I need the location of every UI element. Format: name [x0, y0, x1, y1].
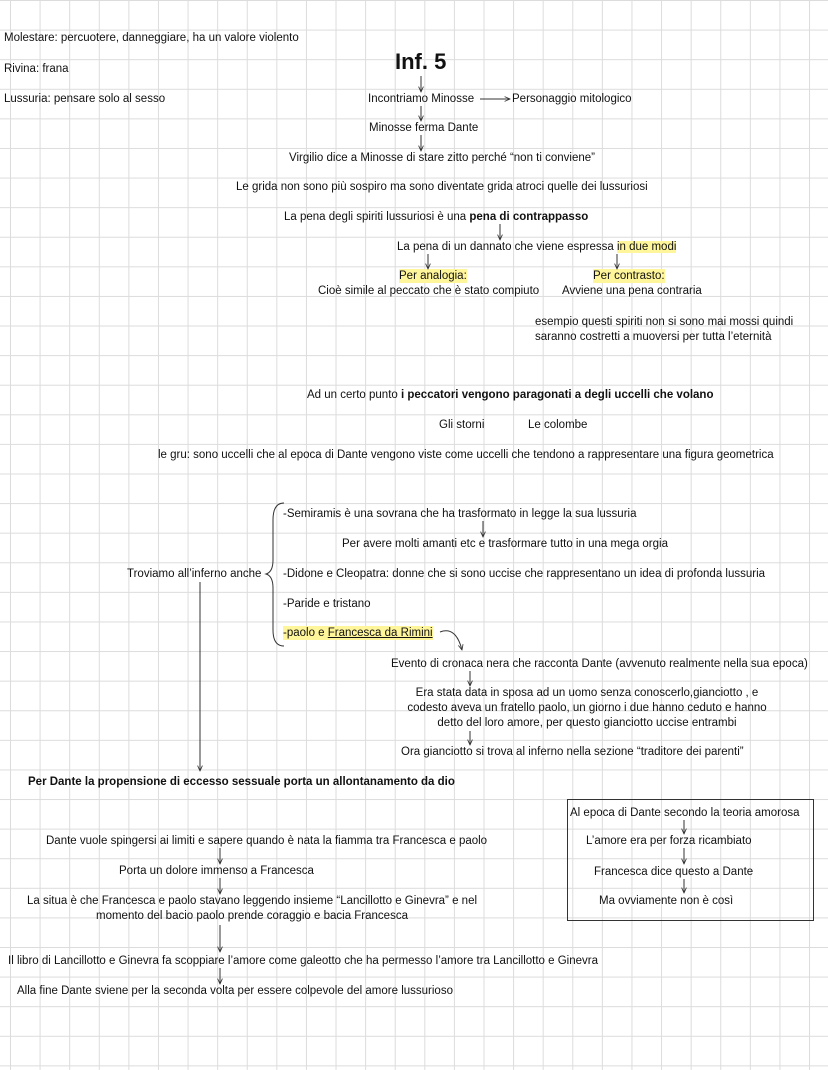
inferno-traditore: Ora gianciotto si trova al inferno nella…: [401, 746, 744, 758]
teoria-box: [567, 799, 814, 921]
box-ricambiato: L’amore era per forza ricambiato: [586, 835, 752, 847]
seq-sviene: Alla fine Dante sviene per la seconda vo…: [17, 985, 453, 997]
inferno-sposa-3: detto del loro amore, per questo giancio…: [437, 717, 737, 729]
flow-contrasto: Per contrasto:: [593, 269, 665, 283]
flow-esempio-1: esempio questi spiriti non si sono mai m…: [535, 316, 794, 328]
seq-spingersi: Dante vuole spingersi ai limiti e sapere…: [46, 835, 488, 847]
seq-situa-1: La situa è che Francesca e paolo stavano…: [26, 895, 478, 907]
flow-analogia: Per analogia:: [399, 269, 467, 283]
flow-simile: Cioè simile al peccato che è stato compi…: [318, 285, 540, 297]
inferno-sposa-2: codesto aveva un fratello paolo, un gior…: [407, 702, 767, 714]
uccelli-storni: Gli storni: [439, 419, 485, 431]
inferno-semiramis: -Semiramis è una sovrana che ha trasform…: [283, 508, 637, 520]
inferno-didone: -Didone e Cleopatra: donne che si sono u…: [283, 568, 766, 580]
note-lussuria: Lussuria: pensare solo al sesso: [4, 93, 166, 105]
seq-libro: Il libro di Lancillotto e Ginevra fa sco…: [8, 955, 598, 967]
arrow-paolo-evento: [439, 630, 462, 650]
uccelli-colombe: Le colombe: [528, 419, 588, 431]
flow-dannato: La pena di un dannato che viene espressa…: [397, 241, 677, 253]
flow-pena: La pena degli spiriti lussuriosi è una p…: [284, 211, 589, 223]
flow-esempio-2: saranno costretti a muoversi per tutta l…: [535, 331, 772, 343]
uccelli-intro: Ad un certo punto i peccatori vengono pa…: [307, 389, 714, 401]
box-teoria: Al epoca di Dante secondo la teoria amor…: [570, 807, 800, 819]
seq-situa-2: momento del bacio paolo prende coraggio …: [96, 910, 408, 922]
box-ovviamente: Ma ovviamente non è così: [599, 895, 734, 907]
inferno-sposa-1: Era stata data in sposa ad un uomo senza…: [415, 687, 759, 699]
inferno-evento: Evento di cronaca nera che racconta Dant…: [391, 658, 808, 670]
inferno-paride: -Paride e tristano: [283, 598, 371, 610]
flow-personaggio: Personaggio mitologico: [512, 93, 632, 105]
flow-incontriamo: Incontriamo Minosse: [368, 93, 475, 105]
box-dice: Francesca dice questo a Dante: [594, 866, 754, 878]
note-rivina: Rivina: frana: [4, 63, 69, 75]
inferno-troviamo: Troviamo all’inferno anche: [127, 568, 262, 580]
brace: [264, 502, 285, 647]
page-title: Inf. 5: [395, 49, 447, 74]
seq-dolore: Porta un dolore immenso a Francesca: [119, 865, 314, 877]
inferno-amanti: Per avere molti amanti etc e trasformare…: [342, 538, 668, 550]
flow-grida: Le grida non sono più sospiro ma sono di…: [236, 181, 648, 193]
conclusione: Per Dante la propensione di eccesso sess…: [28, 776, 455, 788]
inferno-paolo: -paolo e Francesca da Rimini: [283, 626, 433, 640]
uccelli-gru: le gru: sono uccelli che al epoca di Dan…: [158, 449, 774, 461]
flow-contraria: Avviene una pena contraria: [562, 285, 702, 297]
flow-virgilio: Virgilio dice a Minosse di stare zitto p…: [289, 152, 595, 164]
flow-ferma: Minosse ferma Dante: [369, 122, 479, 134]
note-molestare: Molestare: percuotere, danneggiare, ha u…: [4, 32, 299, 44]
